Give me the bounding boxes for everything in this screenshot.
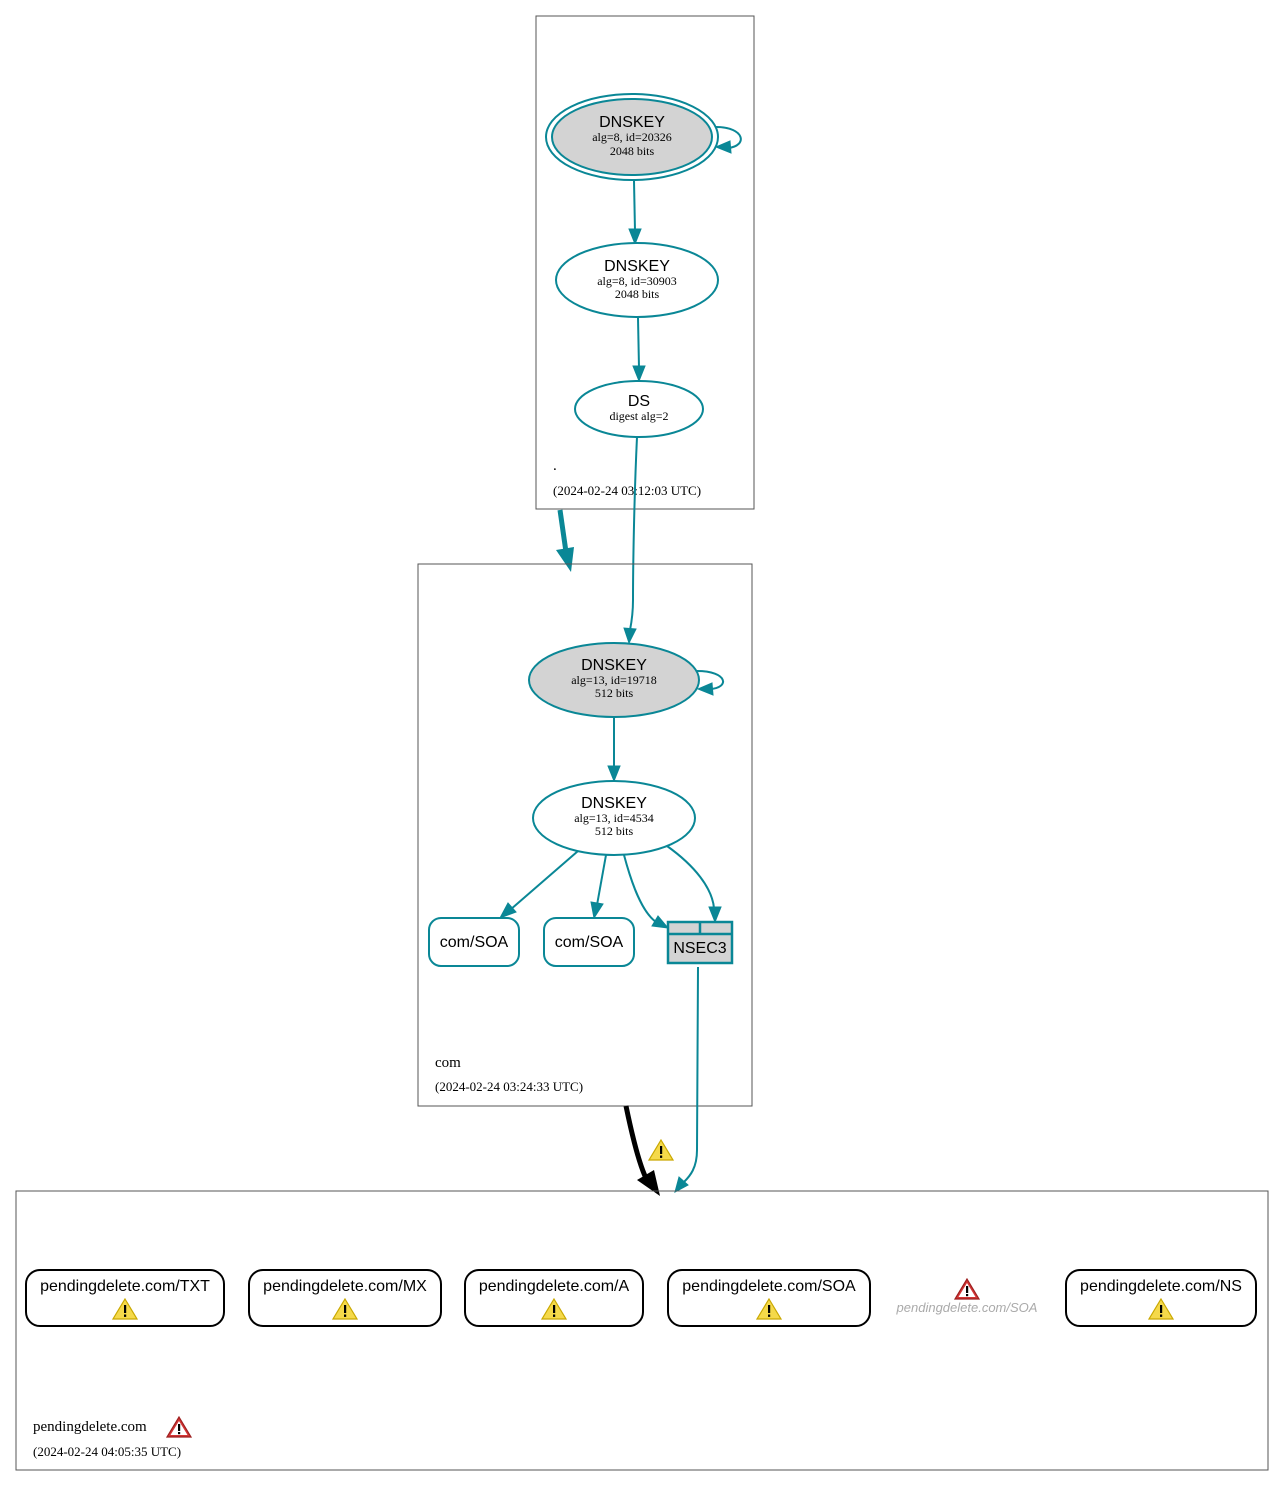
zone-com-timestamp: (2024-02-24 03:24:33 UTC)	[435, 1079, 583, 1094]
com-zsk-node[interactable]: DNSKEY alg=13, id=4534 512 bits	[532, 780, 696, 856]
com-ksk-line1: alg=13, id=19718	[571, 673, 657, 687]
root-ds-title: DS	[628, 393, 650, 410]
zone-root-name: .	[553, 458, 557, 474]
zone-root-timestamp: (2024-02-24 03:12:03 UTC)	[553, 483, 701, 498]
com-nsec3-label: NSEC3	[673, 940, 726, 957]
com-zsk-soa2-edge	[596, 854, 607, 906]
record-ns-node[interactable]: pendingdelete.com/NS	[1065, 1269, 1257, 1327]
record-soa-ghost-node[interactable]: pendingdelete.com/SOA	[896, 1278, 1038, 1315]
com-nsec3-node[interactable]: NSEC3	[666, 920, 734, 965]
com-zsk-soa1-arrow	[498, 902, 517, 919]
zone-pendingdelete-box	[15, 1190, 1269, 1471]
com-ksk-line2: 512 bits	[595, 686, 634, 700]
delegation-root-com-edge	[557, 509, 569, 553]
root-ksk-line2: 2048 bits	[610, 144, 655, 158]
com-zsk-line2: 512 bits	[595, 824, 634, 838]
ds-to-com-ksk-edge	[629, 436, 638, 631]
delegation-warning-icon[interactable]	[648, 1139, 674, 1161]
zone-com: DNSKEY alg=13, id=19718 512 bits DNSKEY …	[417, 563, 753, 1107]
com-zsk-nsec3-arrow-a	[651, 915, 670, 929]
root-ds-line1: digest alg=2	[609, 409, 668, 423]
root-zsk-title: DNSKEY	[604, 258, 670, 275]
ds-to-com-ksk-arrow	[623, 627, 637, 645]
root-zsk-ds-edge	[637, 317, 640, 369]
com-ksk-zsk-arrow	[607, 765, 621, 783]
nsec3-to-zone-arrow	[674, 1176, 689, 1193]
record-mx-label: pendingdelete.com/MX	[263, 1278, 427, 1295]
delegation-root-com-arrow	[556, 547, 574, 572]
root-ksk-zsk-edge	[633, 180, 636, 232]
root-ksk-title: DNSKEY	[599, 114, 665, 131]
zone-pendingdelete: pendingdelete.com/TXT pendingdelete.com/…	[15, 1190, 1269, 1471]
com-zsk-nsec3-arrow-b	[708, 906, 722, 924]
zone-root-box	[535, 15, 755, 510]
com-zsk-title: DNSKEY	[581, 795, 647, 812]
com-zsk-line1: alg=13, id=4534	[574, 811, 654, 825]
com-zsk-nsec3-edge-b	[666, 845, 715, 909]
root-ksk-self-edge	[715, 126, 742, 149]
record-a-label: pendingdelete.com/A	[479, 1278, 630, 1295]
delegation-com-pendingdelete-edge	[623, 1105, 648, 1178]
record-a-node[interactable]: pendingdelete.com/A	[464, 1269, 644, 1327]
record-mx-node[interactable]: pendingdelete.com/MX	[248, 1269, 442, 1327]
zone-pendingdelete-error-icon[interactable]	[166, 1416, 192, 1438]
record-txt-node[interactable]: pendingdelete.com/TXT	[25, 1269, 225, 1327]
com-soa2-label: com/SOA	[555, 934, 624, 951]
root-zsk-line2: 2048 bits	[615, 287, 660, 301]
nsec3-to-zone-edge	[683, 966, 699, 1183]
com-ksk-self-arrow	[696, 682, 714, 696]
com-ksk-node[interactable]: DNSKEY alg=13, id=19718 512 bits	[528, 642, 700, 718]
root-ksk-node[interactable]: DNSKEY alg=8, id=20326 2048 bits	[545, 93, 719, 181]
zone-pendingdelete-name: pendingdelete.com	[33, 1419, 147, 1435]
com-ksk-title: DNSKEY	[581, 657, 647, 674]
record-soa-ghost-label: pendingdelete.com/SOA	[896, 1300, 1038, 1315]
com-soa1-label: com/SOA	[440, 934, 509, 951]
com-zsk-soa2-arrow	[590, 901, 604, 920]
com-zsk-soa1-edge	[509, 850, 579, 911]
com-ksk-self-edge	[696, 670, 724, 690]
zone-pendingdelete-timestamp: (2024-02-24 04:05:35 UTC)	[33, 1444, 181, 1459]
root-ds-node[interactable]: DS digest alg=2	[574, 380, 704, 438]
record-txt-label: pendingdelete.com/TXT	[40, 1278, 210, 1295]
root-ksk-self-arrow	[714, 140, 732, 154]
record-soa-node[interactable]: pendingdelete.com/SOA	[667, 1269, 871, 1327]
com-zsk-nsec3-edge-a	[623, 854, 657, 923]
delegation-com-pendingdelete-arrow	[637, 1170, 660, 1196]
zone-com-name: com	[435, 1055, 461, 1071]
root-ksk-line1: alg=8, id=20326	[592, 130, 672, 144]
record-soa-ghost-error-icon	[954, 1278, 980, 1300]
com-soa1-node[interactable]: com/SOA	[428, 917, 520, 967]
zone-com-box	[417, 563, 753, 1107]
root-zsk-line1: alg=8, id=30903	[597, 274, 677, 288]
root-zsk-ds-arrow	[632, 365, 646, 383]
record-soa-label: pendingdelete.com/SOA	[682, 1278, 856, 1295]
zone-root: DNSKEY alg=8, id=20326 2048 bits DNSKEY …	[535, 15, 755, 510]
com-soa2-node[interactable]: com/SOA	[543, 917, 635, 967]
record-ns-label: pendingdelete.com/NS	[1080, 1278, 1242, 1295]
root-zsk-node[interactable]: DNSKEY alg=8, id=30903 2048 bits	[555, 242, 719, 318]
root-ksk-zsk-arrow	[628, 228, 642, 246]
